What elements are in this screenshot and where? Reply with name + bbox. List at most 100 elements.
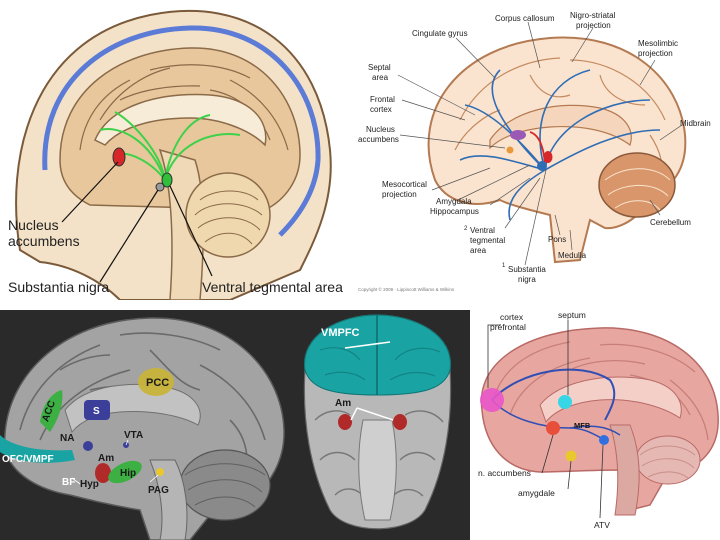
septal-area-marker [510, 130, 526, 140]
label-cortex-1: cortex [500, 312, 524, 322]
cerebellum-folia [194, 190, 263, 245]
panel-dopamine-projections: Corpus callosum Nigro-striatal projectio… [350, 0, 720, 300]
label-ofc-vmpf: OFC/VMPF [2, 454, 54, 465]
label-cingulate-gyrus: Cingulate gyrus [412, 29, 468, 38]
dopamine-projections-figure: Corpus callosum Nigro-striatal projectio… [358, 11, 711, 292]
label-substantia-1: Substantia [508, 265, 546, 274]
corpus-callosum [94, 93, 267, 147]
label-substantia-2: nigra [518, 275, 536, 284]
blue-pathway-atv [569, 425, 621, 436]
brainstem [609, 424, 640, 516]
leader-lines [344, 341, 394, 421]
ofc-vmpf-region [0, 435, 75, 463]
substantia-nigra-marker [543, 151, 553, 163]
label-mesolimbic-1: Mesolimbic [638, 39, 678, 48]
label-atv: ATV [594, 520, 610, 530]
leader-lines [487, 320, 604, 519]
label-amygdale: amygdale [518, 488, 555, 498]
cortex [59, 47, 301, 211]
label-pag: PAG [148, 485, 169, 496]
green-dopamine-pathways [99, 111, 241, 181]
atv-marker [599, 435, 609, 445]
label-vta-1: Ventral [470, 226, 495, 235]
label-septal-2: area [372, 73, 389, 82]
reward-circuit-figure: cortex préfrontal septum MFB n. accumben… [470, 300, 720, 540]
pointer-lines [61, 161, 213, 283]
label-mesocortical-1: Mesocortical [382, 180, 427, 189]
label-frontal-1: Frontal [370, 95, 395, 104]
nucleus-accumbens-marker [506, 146, 514, 154]
corpus-callosum [539, 376, 682, 424]
label-cerebellum: Cerebellum [650, 218, 691, 227]
label-am: Am [98, 453, 114, 464]
panel-reward-circuit: cortex préfrontal septum MFB n. accumben… [470, 300, 720, 540]
label-nucleus-accumbens-1: Nucleus [8, 217, 59, 233]
label-marker-1: 1 [502, 263, 506, 269]
label-marker-2: 2 [464, 226, 468, 232]
label-septum: septum [558, 310, 586, 320]
nucleus-accumbens-marker [112, 147, 126, 167]
label-nucleus-1: Nucleus [366, 125, 395, 134]
label-mesolimbic-2: projection [638, 49, 673, 58]
label-hippocampus: Hippocampus [430, 207, 479, 216]
cerebellum [185, 172, 271, 258]
pcc-region [138, 368, 174, 396]
label-bf: BF [62, 477, 75, 488]
label-ventral-tegmental-area: Ventral tegmental area [202, 279, 343, 295]
cerebellum-folia [184, 463, 266, 508]
label-substantia-nigra: Substantia nigra [8, 279, 109, 295]
medial-brain-figure: PCC ACC S NA VTA Am OFC/VMPF Hip BF Hyp … [0, 310, 285, 540]
sagittal-schematic-figure: Nucleus accumbens Substantia nigra Ventr… [8, 10, 343, 300]
label-vta-2: tegmental [470, 236, 505, 245]
label-mesocortical-2: projection [382, 190, 417, 199]
label-mfb: MFB [574, 421, 591, 430]
label-am: Am [335, 398, 351, 409]
label-septal-1: Septal [368, 63, 391, 72]
label-vta: VTA [124, 430, 143, 441]
label-nigro-striatal-1: Nigro-striatal [570, 11, 616, 20]
ventral-view-figure: VMPFC Am [285, 310, 470, 540]
label-pons: Pons [548, 235, 566, 244]
gyri-lines [494, 341, 709, 441]
leader-lines [71, 439, 159, 485]
panel-sagittal-schematic: Nucleus accumbens Substantia nigra Ventr… [0, 0, 350, 300]
label-nigro-striatal-2: projection [576, 21, 611, 30]
am-region [95, 463, 111, 483]
label-s: S [93, 406, 100, 417]
vta-marker [537, 161, 547, 171]
blue-return-pathway [491, 399, 606, 441]
label-frontal-2: cortex [370, 105, 392, 114]
n-accumbens-marker [546, 421, 560, 435]
amygdala-left-marker [338, 414, 352, 430]
label-na: NA [60, 433, 74, 444]
cerebellum-folia [639, 445, 696, 479]
label-midbrain: Midbrain [680, 119, 711, 128]
copyright-notice: Copyright © 2009 · Lippincott Williams &… [358, 286, 455, 292]
brainstem-ventral [358, 419, 397, 521]
corpus-callosum-shape [489, 104, 632, 150]
vta-marker [161, 172, 173, 188]
label-nucleus-2: accumbens [358, 135, 399, 144]
label-vmpfc: VMPFC [321, 327, 360, 339]
na-region [83, 441, 93, 451]
cerebellum [635, 435, 701, 485]
cerebellum [179, 449, 271, 521]
leader-lines [397, 21, 683, 266]
mfb-pathway [491, 368, 616, 421]
label-hyp: Hyp [80, 479, 99, 490]
amygdale-marker [565, 450, 577, 462]
cerebellum-folia [604, 168, 671, 211]
label-hip: Hip [120, 468, 136, 479]
frontal-sulci [319, 347, 441, 381]
label-vta-3: area [470, 246, 487, 255]
acc-region [40, 390, 63, 432]
panel-medial-brain-regions: PCC ACC S NA VTA Am OFC/VMPF Hip BF Hyp … [0, 310, 285, 540]
panel-ventral-view: VMPFC Am [285, 310, 470, 540]
septum-region [84, 400, 110, 420]
substantia-nigra-marker [155, 182, 165, 192]
amygdala-right-marker [393, 414, 407, 430]
label-pcc: PCC [146, 377, 169, 389]
pag-region [156, 468, 164, 476]
prefrontal-cortex-marker [480, 388, 504, 412]
blue-meninges [42, 25, 321, 237]
